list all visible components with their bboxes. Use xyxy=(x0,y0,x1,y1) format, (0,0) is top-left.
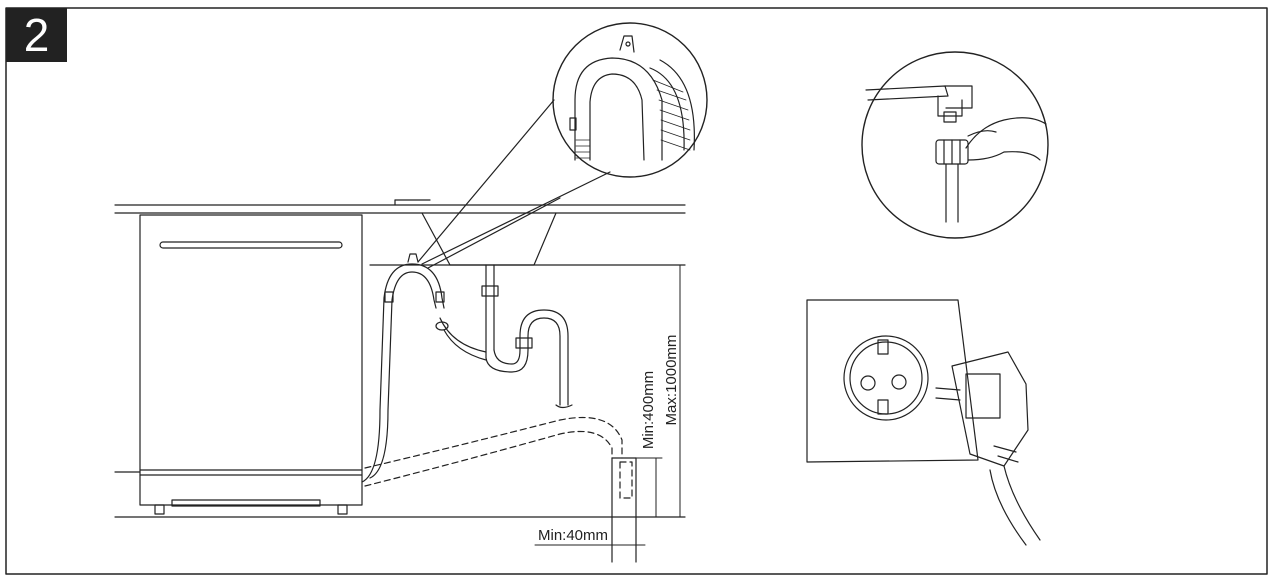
drain-hose xyxy=(361,253,487,483)
dishwasher xyxy=(139,214,363,515)
sink-basin xyxy=(421,212,557,266)
max-height-label: Max:1000mm xyxy=(663,335,680,426)
step-number-badge: 2 xyxy=(6,8,67,62)
socket-and-plug xyxy=(806,299,1041,546)
dimension-lines xyxy=(534,264,685,551)
standpipe-hose-dashed xyxy=(364,416,633,499)
counter-and-floor xyxy=(114,199,686,518)
siphon-trap xyxy=(481,264,573,409)
hose-hook-detail xyxy=(417,22,708,269)
figure-frame xyxy=(5,7,1268,575)
min-height-label: Min:400mm xyxy=(640,371,657,449)
min-width-label: Min:40mm xyxy=(538,527,608,544)
tap-inlet-detail xyxy=(861,51,1049,239)
